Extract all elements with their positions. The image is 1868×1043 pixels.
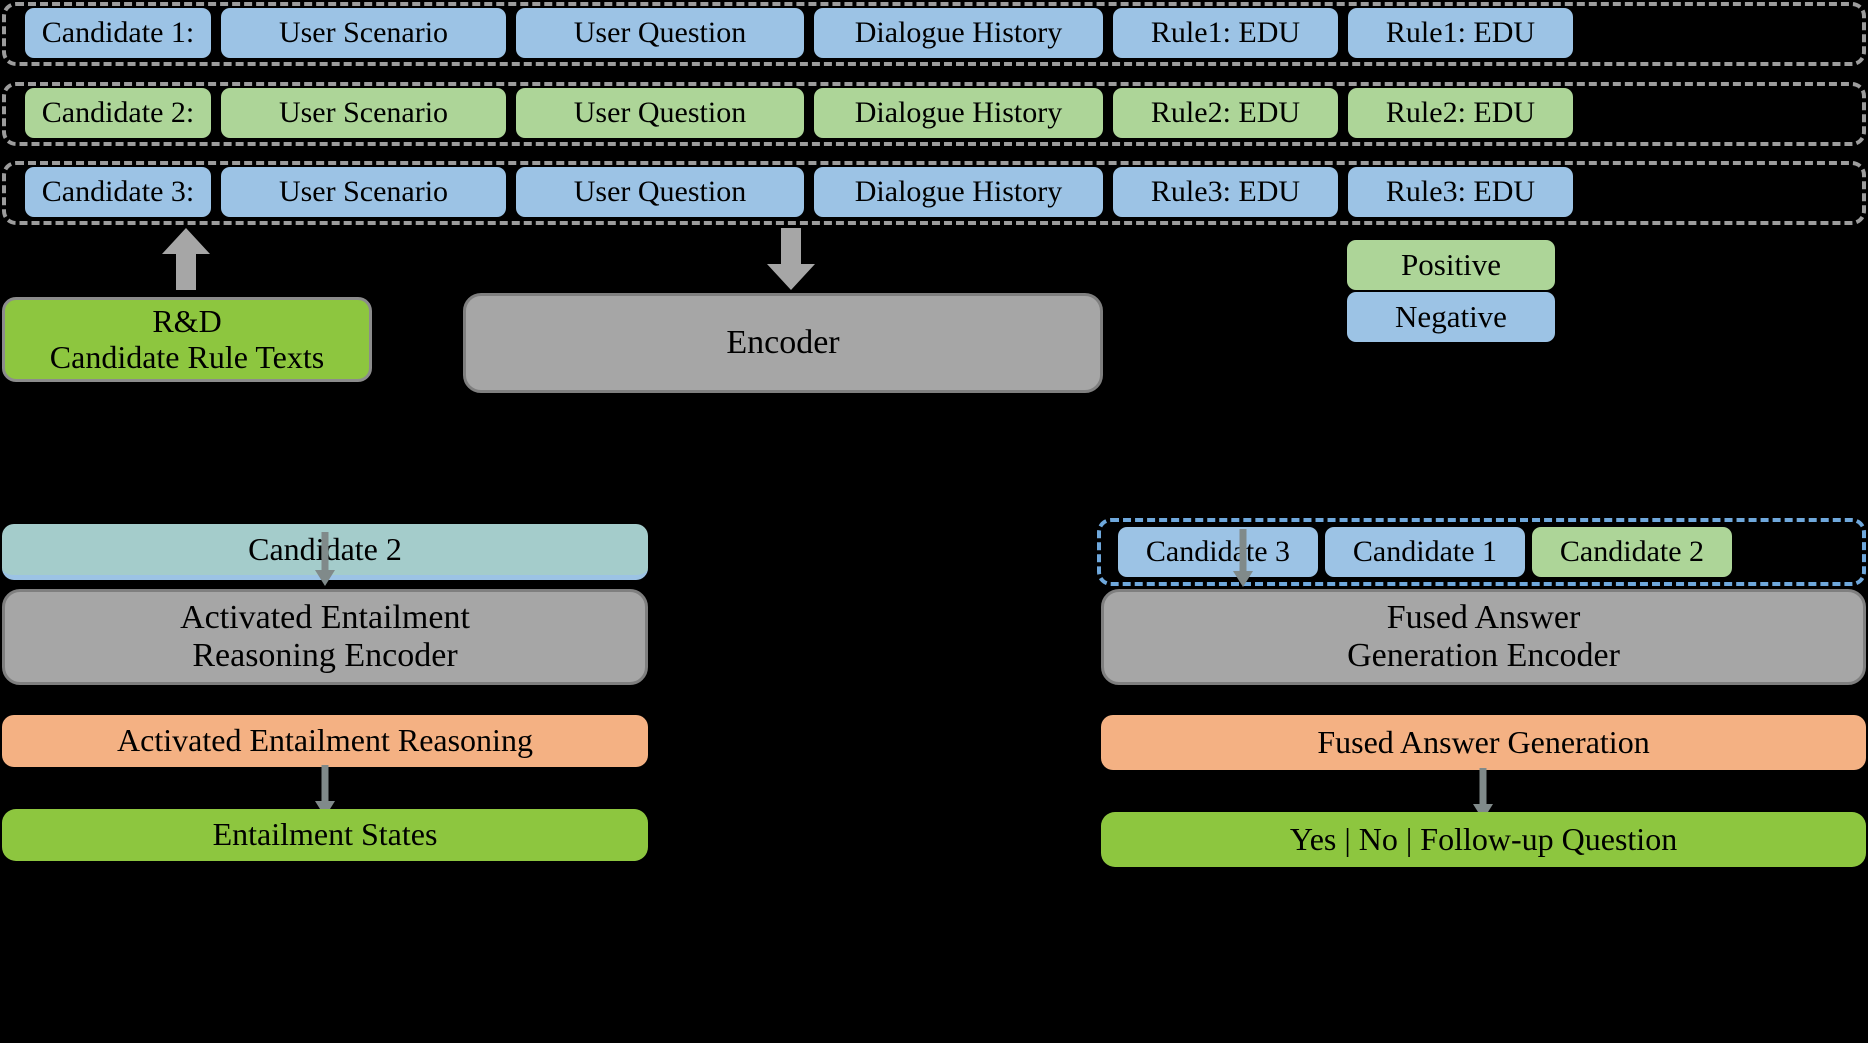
arrow-down-icon <box>765 228 817 290</box>
row1-cell-rule-edu-2: Rule1: EDU <box>1348 8 1573 58</box>
row2-cell-dialogue-history: Dialogue History <box>814 88 1103 138</box>
right-branch-candidates-container <box>1097 518 1866 586</box>
yes-no-followup-output: Yes | No | Follow-up Question <box>1101 812 1866 867</box>
entailment-states-output: Entailment States <box>2 809 648 861</box>
arrow-down-icon-right-encoder <box>1232 529 1254 587</box>
arrow-down-icon-left-encoder <box>314 532 336 586</box>
candidate-row-1-container <box>2 2 1866 66</box>
rnd-candidate-rule-texts-box: R&D Candidate Rule Texts <box>2 297 372 382</box>
candidate-row-3-container <box>2 161 1866 225</box>
right-encoder-line-2: Generation Encoder <box>1347 637 1620 674</box>
left-encoder-line-1: Activated Entailment <box>180 598 470 636</box>
row1-cell-rule-edu-1: Rule1: EDU <box>1113 8 1338 58</box>
encoder-box: Encoder <box>463 293 1103 393</box>
row3-cell-rule-edu-2: Rule3: EDU <box>1348 167 1573 217</box>
row3-cell-candidate-label: Candidate 3: <box>25 167 211 217</box>
row3-cell-dialogue-history: Dialogue History <box>814 167 1103 217</box>
row2-cell-candidate-label: Candidate 2: <box>25 88 211 138</box>
row3-cell-rule-edu-1: Rule3: EDU <box>1113 167 1338 217</box>
rnd-line-1: R&D <box>152 302 222 339</box>
right-encoder-line-1: Fused Answer <box>1386 598 1581 636</box>
right-branch-candidate-2: Candidate 2 <box>1532 527 1732 577</box>
row3-cell-user-scenario: User Scenario <box>221 167 506 217</box>
row2-cell-rule-edu-1: Rule2: EDU <box>1113 88 1338 138</box>
row1-cell-candidate-label: Candidate 1: <box>25 8 211 58</box>
right-branch-candidate-1: Candidate 1 <box>1325 527 1525 577</box>
row2-cell-user-scenario: User Scenario <box>221 88 506 138</box>
activated-entailment-reasoning-encoder: Activated Entailment Reasoning Encoder <box>2 589 648 685</box>
row2-cell-rule-edu-2: Rule2: EDU <box>1348 88 1573 138</box>
row3-cell-user-question: User Question <box>516 167 804 217</box>
legend-negative-chip: Negative <box>1347 292 1555 342</box>
fused-answer-generation-encoder: Fused Answer Generation Encoder <box>1101 589 1866 685</box>
rnd-line-2: Candidate Rule Texts <box>49 338 325 375</box>
row1-cell-user-question: User Question <box>516 8 804 58</box>
left-encoder-line-2: Reasoning Encoder <box>192 637 458 674</box>
arrow-up-icon <box>160 228 212 290</box>
row2-cell-user-question: User Question <box>516 88 804 138</box>
fused-answer-generation-task: Fused Answer Generation <box>1101 715 1866 770</box>
candidate-row-2-container <box>2 82 1866 146</box>
row1-cell-user-scenario: User Scenario <box>221 8 506 58</box>
row1-cell-dialogue-history: Dialogue History <box>814 8 1103 58</box>
legend-positive-chip: Positive <box>1347 240 1555 290</box>
activated-entailment-reasoning-task: Activated Entailment Reasoning <box>2 715 648 767</box>
right-branch-candidate-3: Candidate 3 <box>1118 527 1318 577</box>
